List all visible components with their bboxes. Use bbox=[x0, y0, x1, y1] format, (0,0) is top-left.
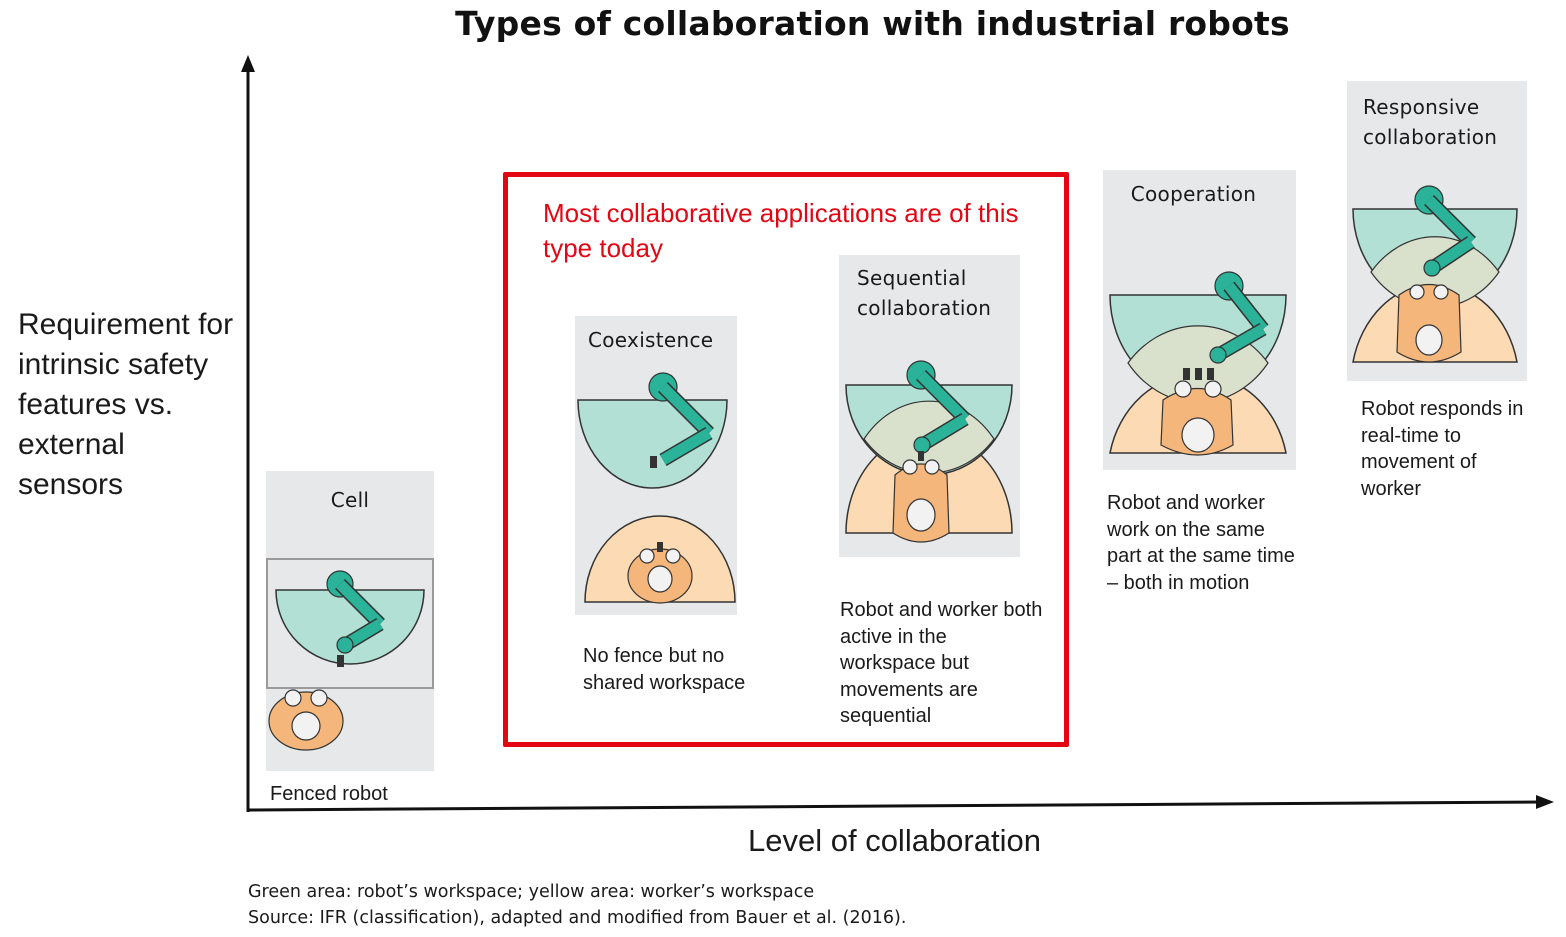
highlight-callout: Most collaborative applications are of t… bbox=[543, 198, 1019, 263]
diagram-title: Types of collaboration with industrial r… bbox=[455, 4, 1290, 43]
footnote-legend: Green area: robot’s workspace; yellow ar… bbox=[248, 882, 815, 902]
fence bbox=[266, 558, 434, 689]
panel-title-responsive: Responsive collaboration bbox=[1363, 95, 1498, 149]
panel-desc-cooperation: Robot and worker work on the same part a… bbox=[1107, 492, 1295, 594]
illustration-cell bbox=[266, 558, 434, 751]
robot-gripper bbox=[650, 456, 657, 468]
panel-desc-responsive: Robot responds in real-time to movement … bbox=[1361, 398, 1524, 500]
y-axis-label: Requirement for intrinsic safety feature… bbox=[18, 308, 234, 501]
footnote-source: Source: IFR (classification), adapted an… bbox=[248, 908, 907, 928]
worker-icon bbox=[892, 451, 950, 543]
worker-icon bbox=[627, 542, 693, 604]
panel-desc-cell: Fenced robot bbox=[270, 783, 388, 805]
robot-workspace bbox=[275, 589, 425, 665]
x-axis-arrowhead bbox=[1536, 795, 1554, 809]
robot-gripper bbox=[337, 655, 344, 667]
worker-icon bbox=[1396, 284, 1462, 363]
highlight-box bbox=[503, 172, 1069, 747]
x-axis bbox=[247, 800, 1543, 812]
y-axis-arrowhead bbox=[241, 55, 255, 72]
panel-title-cell: Cell bbox=[330, 488, 370, 512]
panel-desc-sequential: Robot and worker both active in the work… bbox=[840, 599, 1043, 727]
panel-title-cooperation: Cooperation bbox=[1130, 182, 1257, 206]
shared-part bbox=[1183, 368, 1190, 380]
panel-title-sequential: Sequential collaboration bbox=[857, 266, 992, 320]
worker-icon bbox=[1160, 380, 1234, 456]
robot-workspace bbox=[577, 399, 728, 489]
panel-title-coexistence: Coexistence bbox=[588, 328, 714, 352]
illustration-responsive bbox=[1352, 185, 1518, 363]
worker-icon bbox=[268, 689, 344, 751]
panel-desc-coexistence: No fence but no shared workspace bbox=[583, 645, 746, 694]
illustration-coexistence bbox=[577, 372, 736, 604]
illustration-sequential bbox=[845, 360, 1013, 543]
illustration-cooperation bbox=[1109, 271, 1287, 456]
x-axis-label: Level of collaboration bbox=[748, 823, 1041, 858]
